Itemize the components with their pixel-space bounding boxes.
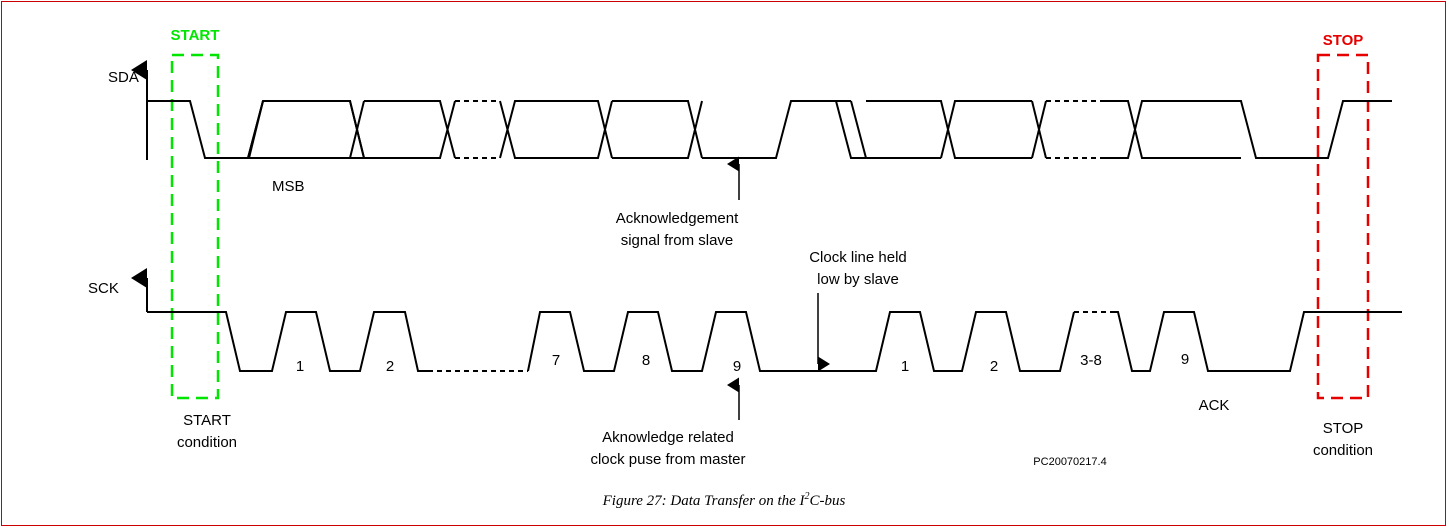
- clock-held-line1: Clock line held: [809, 249, 907, 266]
- pulse-label: 7: [552, 352, 560, 369]
- clock-held-line2: low by slave: [817, 271, 899, 288]
- pulse-label: 8: [642, 352, 650, 369]
- figure-caption: Figure 27: Data Transfer on the I2C-bus: [602, 491, 846, 509]
- pulse-label: 1: [901, 358, 909, 375]
- ack-signal-line2: signal from slave: [621, 232, 734, 249]
- caption-superscript: 2: [805, 491, 810, 502]
- sda-waveform: [147, 100, 1392, 159]
- pulse-label: 2: [990, 358, 998, 375]
- ack-label: ACK: [1199, 397, 1230, 414]
- start-condition-line2: condition: [177, 434, 237, 451]
- pulse-label: 3-8: [1080, 352, 1102, 369]
- sck-waveform: [147, 311, 1402, 372]
- stop-condition-line1: STOP: [1323, 420, 1364, 437]
- ack-clock-line2: clock puse from master: [590, 451, 745, 468]
- caption-prefix: Figure 27: Data Transfer on the I: [602, 493, 806, 509]
- pulse-label: 9: [1181, 351, 1189, 368]
- sda-label: SDA: [108, 69, 139, 86]
- stop-condition-line2: condition: [1313, 442, 1373, 459]
- pulse-label: 2: [386, 358, 394, 375]
- caption-suffix: C-bus: [810, 493, 846, 509]
- stop-title: STOP: [1323, 32, 1364, 49]
- start-condition-line1: START: [183, 412, 231, 429]
- start-title: START: [171, 27, 220, 44]
- msb-label: MSB: [272, 178, 305, 195]
- pulse-label: 9: [733, 358, 741, 375]
- stop-condition-box: [1316, 53, 1370, 400]
- start-condition-box: [170, 53, 220, 400]
- ack-signal-line1: Acknowledgement: [616, 210, 739, 227]
- figure-id: PC20070217.4: [1033, 456, 1106, 468]
- sck-label: SCK: [88, 280, 119, 297]
- ack-clock-line1: Aknowledge related: [602, 429, 734, 446]
- pulse-label: 1: [296, 358, 304, 375]
